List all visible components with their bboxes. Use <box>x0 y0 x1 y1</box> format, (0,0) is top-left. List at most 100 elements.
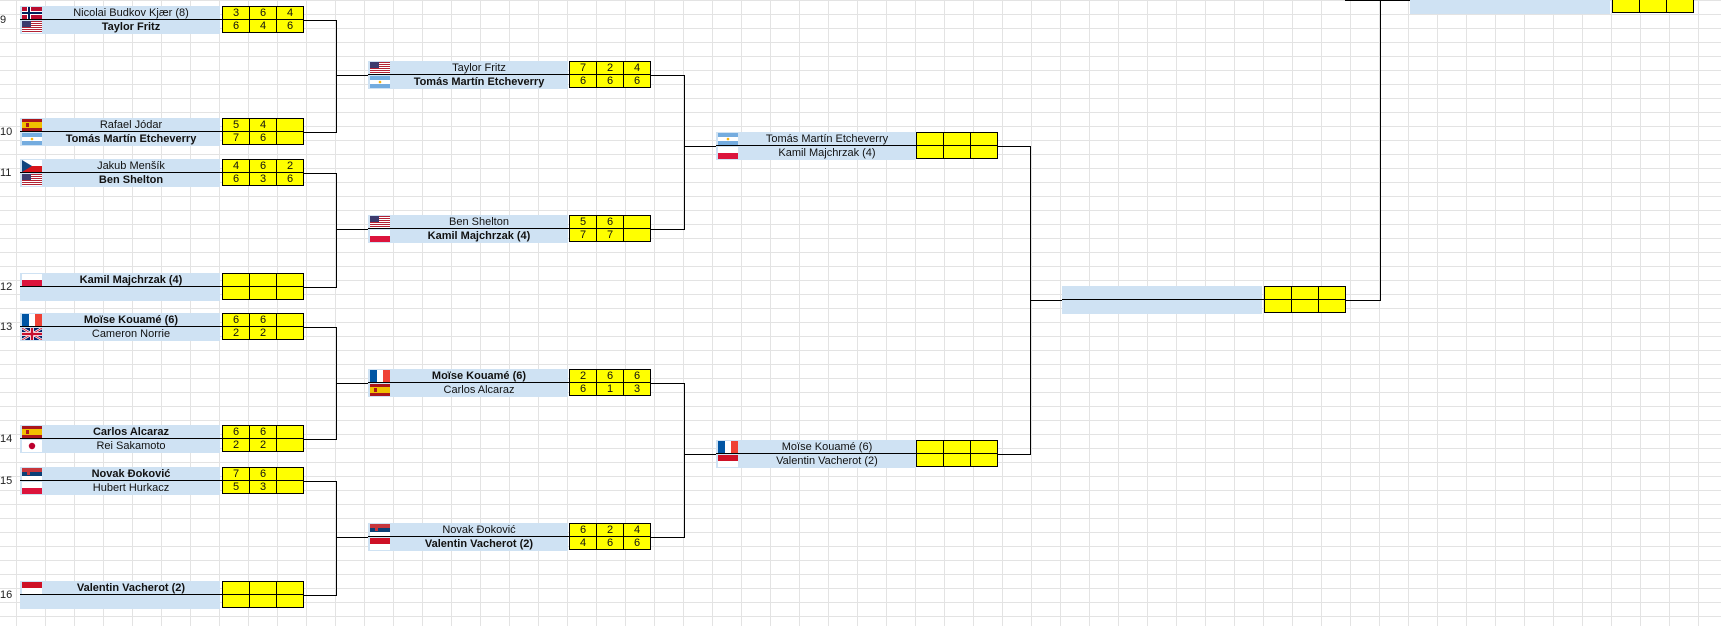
player-row[interactable]: Kamil Majchrzak (4) <box>20 273 220 287</box>
player-row[interactable]: Kamil Majchrzak (4) <box>368 229 568 243</box>
set-score-cell[interactable] <box>276 480 304 494</box>
set-score-cell[interactable] <box>1291 299 1319 313</box>
set-score-cell[interactable] <box>943 453 971 467</box>
set-score-cell[interactable]: 6 <box>569 74 597 88</box>
player-row[interactable] <box>1062 300 1262 314</box>
set-score-cell[interactable]: 6 <box>222 172 250 186</box>
player-row[interactable] <box>1062 286 1262 300</box>
set-score-cell[interactable]: 4 <box>222 159 250 173</box>
player-row[interactable] <box>1410 0 1610 14</box>
set-score-cell[interactable]: 6 <box>249 6 277 20</box>
set-score-cell[interactable] <box>222 286 250 300</box>
set-score-cell[interactable]: 4 <box>569 536 597 550</box>
set-score-cell[interactable]: 7 <box>569 228 597 242</box>
set-score-cell[interactable]: 3 <box>249 480 277 494</box>
set-score-cell[interactable] <box>623 228 651 242</box>
set-score-cell[interactable] <box>1318 299 1346 313</box>
set-score-cell[interactable]: 6 <box>249 131 277 145</box>
player-row[interactable]: Moïse Kouamé (6) <box>716 440 916 454</box>
set-score-cell[interactable] <box>276 273 304 287</box>
set-score-cell[interactable] <box>970 145 998 159</box>
player-row[interactable]: Valentin Vacherot (2) <box>716 454 916 468</box>
set-score-cell[interactable]: 7 <box>569 61 597 75</box>
set-score-cell[interactable] <box>276 286 304 300</box>
player-row[interactable]: Tomás Martín Etcheverry <box>716 132 916 146</box>
set-score-cell[interactable]: 6 <box>222 313 250 327</box>
set-score-cell[interactable] <box>1264 286 1292 300</box>
player-row[interactable]: Novak Đoković <box>20 467 220 481</box>
set-score-cell[interactable]: 6 <box>222 425 250 439</box>
set-score-cell[interactable]: 6 <box>596 536 624 550</box>
player-row[interactable]: Moïse Kouamé (6) <box>20 313 220 327</box>
set-score-cell[interactable]: 4 <box>276 6 304 20</box>
player-row[interactable] <box>20 287 220 301</box>
set-score-cell[interactable] <box>916 145 944 159</box>
set-score-cell[interactable] <box>1612 0 1640 13</box>
set-score-cell[interactable]: 3 <box>222 6 250 20</box>
set-score-cell[interactable] <box>276 467 304 481</box>
player-row[interactable]: Taylor Fritz <box>20 20 220 34</box>
set-score-cell[interactable] <box>623 215 651 229</box>
set-score-cell[interactable]: 6 <box>249 313 277 327</box>
set-score-cell[interactable] <box>249 273 277 287</box>
player-row[interactable]: Valentin Vacherot (2) <box>368 537 568 551</box>
set-score-cell[interactable]: 6 <box>569 382 597 396</box>
player-row[interactable] <box>20 595 220 609</box>
player-row[interactable]: Jakub Menšík <box>20 159 220 173</box>
set-score-cell[interactable]: 6 <box>596 74 624 88</box>
set-score-cell[interactable]: 5 <box>222 118 250 132</box>
set-score-cell[interactable] <box>222 594 250 608</box>
player-row[interactable]: Valentin Vacherot (2) <box>20 581 220 595</box>
player-row[interactable]: Novak Đoković <box>368 523 568 537</box>
set-score-cell[interactable] <box>970 132 998 146</box>
set-score-cell[interactable]: 6 <box>249 467 277 481</box>
set-score-cell[interactable] <box>276 131 304 145</box>
set-score-cell[interactable]: 6 <box>623 369 651 383</box>
set-score-cell[interactable] <box>249 581 277 595</box>
player-row[interactable]: Hubert Hurkacz <box>20 481 220 495</box>
set-score-cell[interactable]: 4 <box>623 523 651 537</box>
set-score-cell[interactable]: 2 <box>276 159 304 173</box>
set-score-cell[interactable] <box>1639 0 1667 13</box>
set-score-cell[interactable] <box>943 145 971 159</box>
set-score-cell[interactable] <box>1666 0 1694 13</box>
set-score-cell[interactable]: 2 <box>249 326 277 340</box>
set-score-cell[interactable] <box>1318 286 1346 300</box>
set-score-cell[interactable] <box>222 581 250 595</box>
set-score-cell[interactable]: 6 <box>249 425 277 439</box>
set-score-cell[interactable] <box>1264 299 1292 313</box>
set-score-cell[interactable]: 2 <box>569 369 597 383</box>
set-score-cell[interactable]: 6 <box>276 19 304 33</box>
set-score-cell[interactable]: 6 <box>623 74 651 88</box>
set-score-cell[interactable]: 7 <box>596 228 624 242</box>
player-row[interactable]: Rafael Jódar <box>20 118 220 132</box>
player-row[interactable]: Ben Shelton <box>368 215 568 229</box>
player-row[interactable]: Ben Shelton <box>20 173 220 187</box>
player-row[interactable]: Nicolai Budkov Kjær (8) <box>20 6 220 20</box>
set-score-cell[interactable] <box>276 313 304 327</box>
set-score-cell[interactable]: 6 <box>596 215 624 229</box>
set-score-cell[interactable]: 7 <box>222 131 250 145</box>
set-score-cell[interactable] <box>276 425 304 439</box>
set-score-cell[interactable] <box>276 581 304 595</box>
set-score-cell[interactable]: 4 <box>249 118 277 132</box>
player-row[interactable]: Tomás Martín Etcheverry <box>20 132 220 146</box>
set-score-cell[interactable] <box>276 594 304 608</box>
set-score-cell[interactable] <box>943 132 971 146</box>
set-score-cell[interactable] <box>276 118 304 132</box>
set-score-cell[interactable] <box>943 440 971 454</box>
set-score-cell[interactable] <box>249 594 277 608</box>
set-score-cell[interactable]: 4 <box>249 19 277 33</box>
set-score-cell[interactable]: 2 <box>222 326 250 340</box>
set-score-cell[interactable]: 6 <box>623 536 651 550</box>
set-score-cell[interactable] <box>222 273 250 287</box>
set-score-cell[interactable] <box>276 438 304 452</box>
set-score-cell[interactable] <box>916 440 944 454</box>
set-score-cell[interactable]: 3 <box>249 172 277 186</box>
set-score-cell[interactable]: 5 <box>222 480 250 494</box>
set-score-cell[interactable]: 2 <box>249 438 277 452</box>
player-row[interactable]: Rei Sakamoto <box>20 439 220 453</box>
set-score-cell[interactable] <box>276 326 304 340</box>
set-score-cell[interactable]: 2 <box>596 61 624 75</box>
set-score-cell[interactable] <box>970 440 998 454</box>
